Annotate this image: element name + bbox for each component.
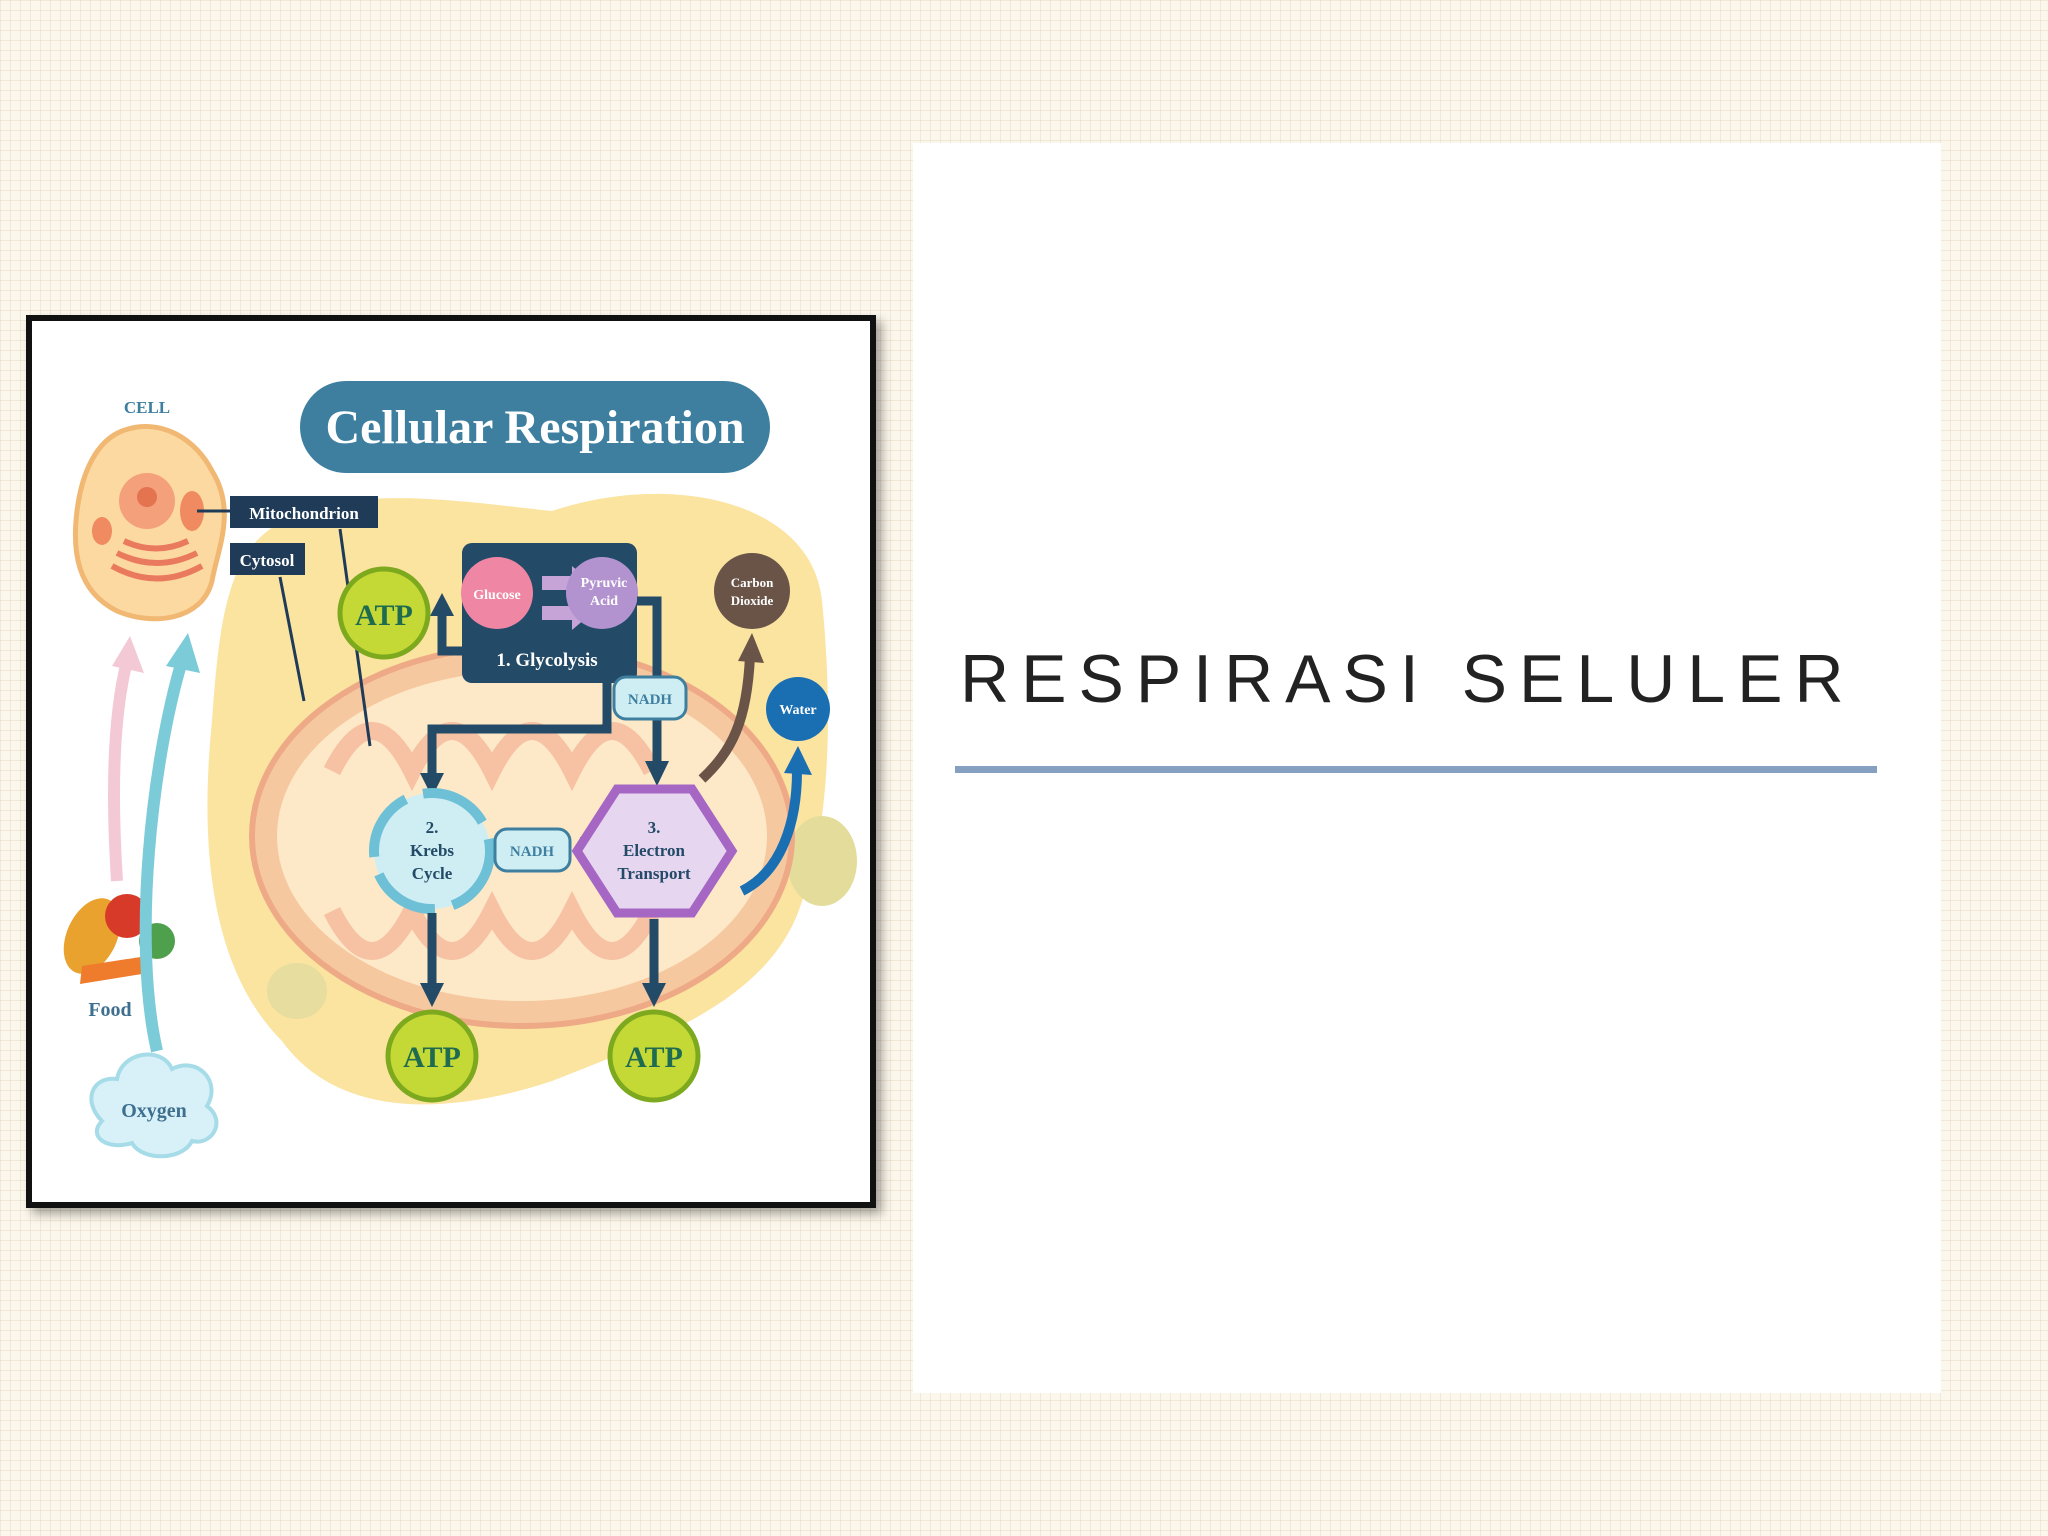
cell-nucleolus xyxy=(137,487,157,507)
slide-title: RESPIRASI SELULER xyxy=(960,641,1856,717)
atp-top-label: ATP xyxy=(355,599,413,632)
pyruvic-label-1: Pyruvic xyxy=(581,576,628,591)
electron-label-1: 3. xyxy=(648,818,661,837)
oxygen-arrow-head xyxy=(166,633,200,673)
atp-bottom-left-circle xyxy=(385,1009,479,1103)
atp-bottom-left-label: ATP xyxy=(403,1041,461,1074)
cytosol-pointer xyxy=(278,576,306,702)
cell-golgi xyxy=(110,538,204,582)
oxygen-cloud xyxy=(89,1052,219,1159)
nadh-mid-tag xyxy=(493,827,572,873)
pyruvic-acid-circle xyxy=(566,557,638,629)
cristae xyxy=(323,722,661,960)
title-underline xyxy=(955,766,1877,773)
food-arrow-head xyxy=(112,636,144,673)
nadh-top-label: NADH xyxy=(628,692,672,708)
diagram-title-pill xyxy=(300,381,770,473)
oxygen-label: Oxygen xyxy=(121,1100,187,1122)
food-arrow xyxy=(108,659,133,882)
glucose-label: Glucose xyxy=(473,588,520,603)
mitochondrion-tag xyxy=(230,496,378,528)
water-label: Water xyxy=(779,703,816,718)
co2-arrow xyxy=(698,655,755,783)
water-arrow xyxy=(739,770,802,896)
pyruvic-label-2: Acid xyxy=(590,594,618,609)
krebs-label-3: Cycle xyxy=(412,864,453,883)
atp-top-circle xyxy=(337,566,431,660)
glycolysis-to-atp-arrow xyxy=(437,613,482,656)
krebs-label-1: 2. xyxy=(426,818,439,837)
glycolysis-to-krebs-arrow xyxy=(427,681,612,776)
nadh-top-tag xyxy=(612,675,688,721)
mitochondrion-label: Mitochondrion xyxy=(249,504,359,523)
arrow-head xyxy=(420,773,444,797)
cell-organelle xyxy=(92,517,112,545)
arrow-head xyxy=(784,746,812,775)
water-circle xyxy=(766,677,830,741)
food-icon xyxy=(105,894,149,938)
carbon-label-2: Dioxide xyxy=(731,593,774,608)
carbon-label-1: Carbon xyxy=(731,575,774,590)
glycolysis-label: 1. Glycolysis xyxy=(496,650,597,671)
glucose-circle xyxy=(461,557,533,629)
food-label: Food xyxy=(88,999,131,1021)
cytoplasm-spot xyxy=(787,816,857,906)
electron-label-3: Transport xyxy=(617,864,691,883)
cell-label: CELL xyxy=(124,398,170,417)
arrow-head xyxy=(738,633,764,663)
krebs-cycle-circle xyxy=(369,788,495,914)
diagram-title: Cellular Respiration xyxy=(325,401,744,454)
electron-transport-hexagon xyxy=(571,784,738,918)
cell-mitochondrion-icon xyxy=(180,491,204,531)
arrow-head xyxy=(420,983,444,1007)
cytosol-label: Cytosol xyxy=(240,551,295,570)
arrow-head xyxy=(645,761,669,786)
cytosol-tag xyxy=(230,543,305,575)
electron-label-2: Electron xyxy=(623,841,686,860)
carbon-dioxide-circle xyxy=(714,553,790,629)
atp-bottom-right-label: ATP xyxy=(625,1041,683,1074)
atp-bottom-right-circle xyxy=(607,1009,701,1103)
arrow-head xyxy=(642,983,666,1007)
krebs-label-2: Krebs xyxy=(410,841,454,860)
oxygen-arrow xyxy=(139,659,188,1053)
diagram-svg: Cellular Respiration CELL Mitochondrion … xyxy=(63,381,857,1159)
arrow-head xyxy=(430,593,454,616)
cytoplasm-spot xyxy=(267,963,327,1019)
nadh-mid-label: NADH xyxy=(510,844,554,860)
cellular-respiration-figure: Cellular Respiration CELL Mitochondrion … xyxy=(26,315,876,1208)
food-icon xyxy=(80,956,147,984)
